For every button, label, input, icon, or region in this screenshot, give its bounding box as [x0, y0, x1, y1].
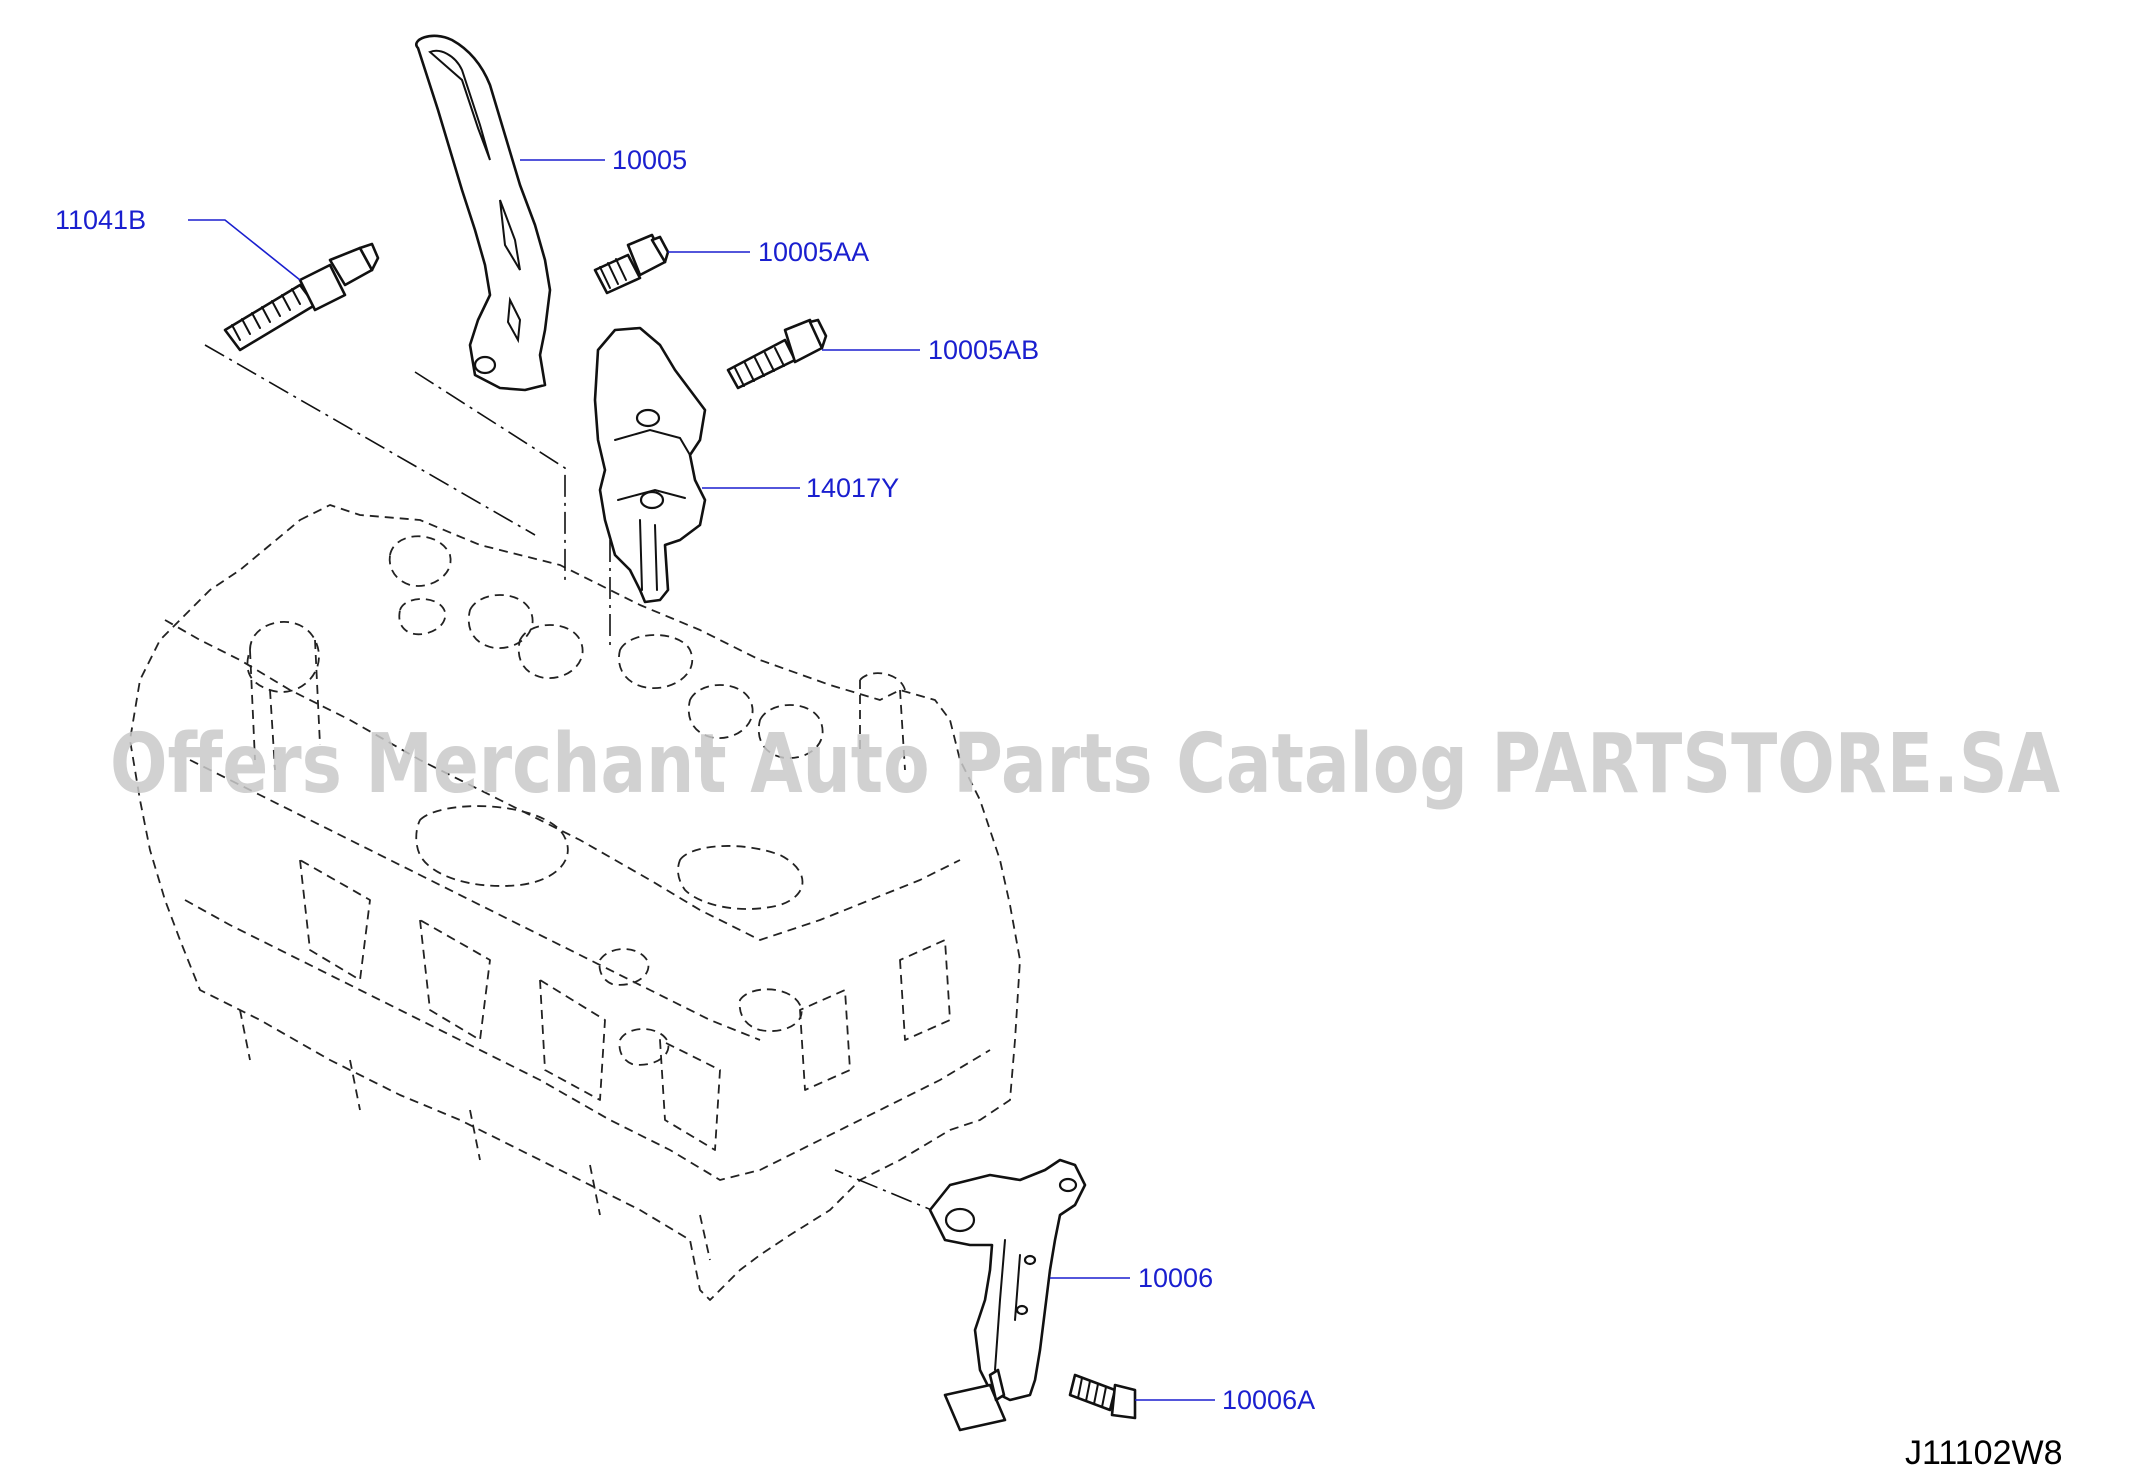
- callout-10005AB[interactable]: 10005AB: [928, 335, 1039, 365]
- callout-10006[interactable]: 10006: [1138, 1263, 1213, 1293]
- stud-bolt-11041B: [223, 242, 380, 352]
- bolt-10005AB: [726, 318, 828, 390]
- callout-labels: 10005 11041B 10005AA 10005AB 14017Y 1000…: [55, 145, 1315, 1415]
- callout-10005AA[interactable]: 10005AA: [758, 237, 869, 267]
- assembly-guide-lines: [204, 344, 981, 1231]
- bolt-10006A: [1068, 1373, 1137, 1420]
- watermark-text: Offers Merchant Auto Parts Catalog PARTS…: [110, 717, 2060, 812]
- hanger-bracket-10005: [415, 34, 552, 392]
- diagram-code: J11102W8: [1905, 1434, 2063, 1472]
- callout-11041B[interactable]: 11041B: [55, 205, 146, 235]
- callout-leaders: [188, 159, 1215, 1401]
- bolt-10005AA: [593, 233, 670, 295]
- callout-14017Y[interactable]: 14017Y: [806, 473, 899, 503]
- bracket-14017Y: [593, 326, 707, 604]
- callout-10005[interactable]: 10005: [612, 145, 687, 175]
- bracket-10006: [928, 1158, 1087, 1432]
- engine-head-ghost: [129, 504, 1021, 1301]
- callout-10006A[interactable]: 10006A: [1222, 1385, 1315, 1415]
